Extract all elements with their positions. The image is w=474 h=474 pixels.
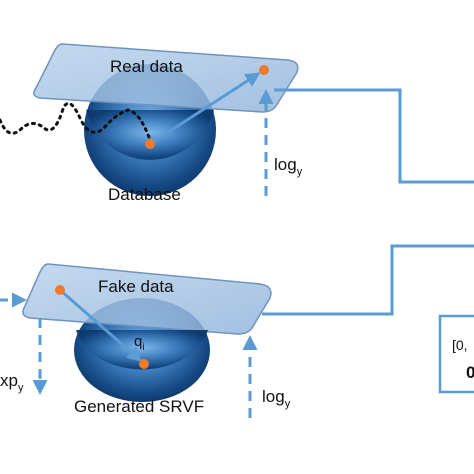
qi-label: qi xyxy=(134,333,145,353)
top-log-label: logy xyxy=(274,155,303,178)
qi-subscript: i xyxy=(142,342,144,353)
bottom-tangent-plane xyxy=(22,263,272,335)
real-data-point xyxy=(259,65,269,75)
top-dotted-trajectory xyxy=(0,101,152,142)
real-data-label: Real data xyxy=(110,57,183,76)
top-section: Real data Database logy xyxy=(0,43,474,204)
bottom-section: Fake data qi Generated SRVF xpy logy xyxy=(0,244,474,418)
bottom-mapping-arrow xyxy=(59,288,143,362)
top-tangent-plane xyxy=(33,43,299,113)
fake-data-label: Fake data xyxy=(98,277,174,296)
right-box: [0, 0 xyxy=(438,314,474,394)
fake-data-point xyxy=(55,285,65,295)
qi-point xyxy=(139,359,149,369)
right-box-text-bottom: 0 xyxy=(466,363,474,382)
bottom-log-subscript: y xyxy=(285,398,291,410)
right-box-text-top: [0, xyxy=(452,337,468,353)
bottom-log-label: logy xyxy=(262,387,291,410)
top-center-point xyxy=(145,139,155,149)
database-label: Database xyxy=(108,185,181,204)
exp-subscript: y xyxy=(18,382,24,394)
generated-srvf-label: Generated SRVF xyxy=(74,397,204,416)
top-connector-line xyxy=(274,88,474,184)
exp-label: xpy xyxy=(0,371,24,394)
bottom-connector-line xyxy=(262,244,474,316)
right-box-rect xyxy=(438,314,474,394)
top-log-subscript: y xyxy=(297,166,303,178)
top-mapping-arrow xyxy=(149,72,261,146)
